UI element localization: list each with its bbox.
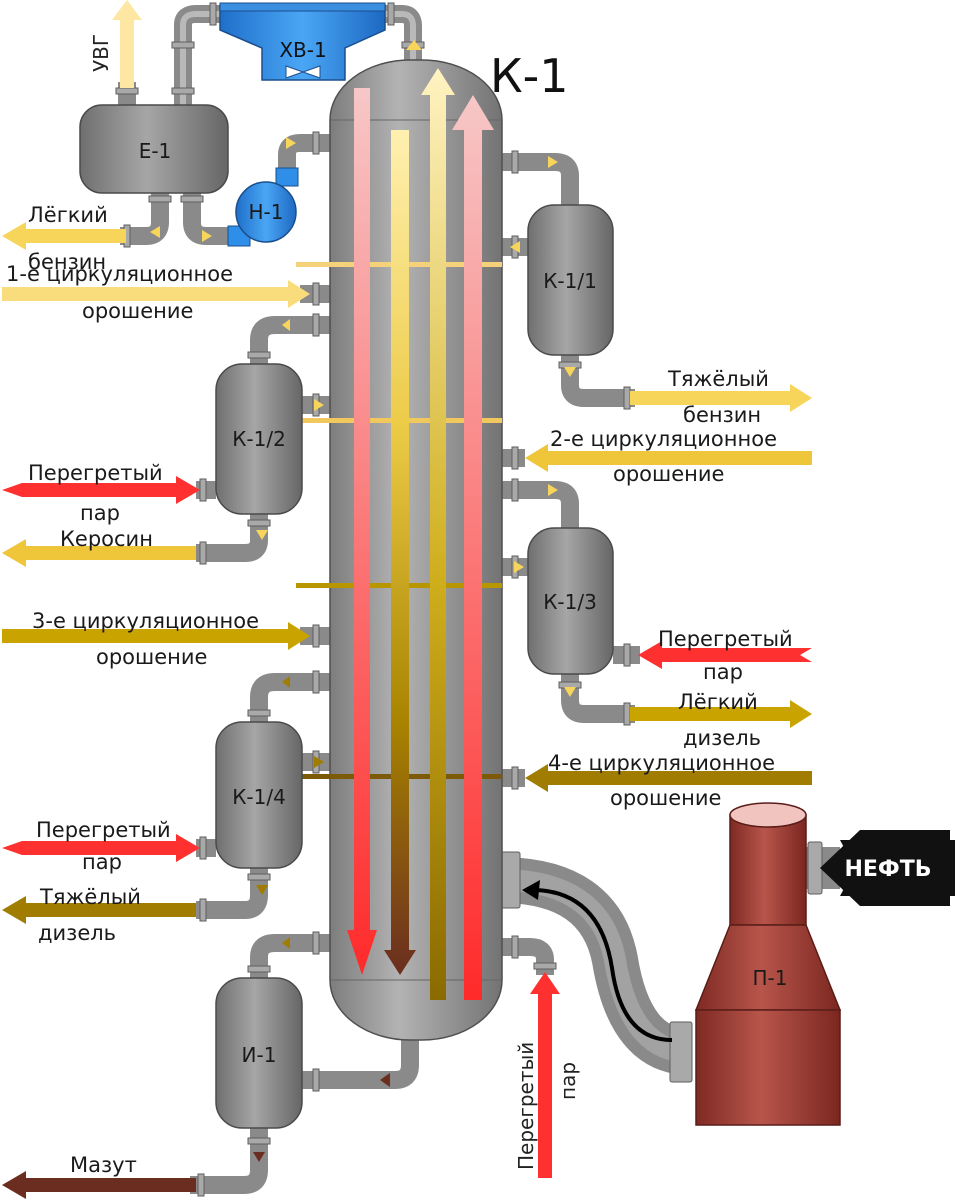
- oil-feed-arrow: НЕФТЬ: [820, 828, 955, 908]
- stripper-k12: К-1/2: [215, 363, 303, 515]
- mazut-label: Мазут: [70, 1153, 137, 1177]
- steam-k12-label-2: пар: [80, 501, 120, 525]
- circ1-label-1: 1-е циркуляционное: [6, 262, 233, 286]
- light-diesel-label-2: дизель: [683, 726, 761, 750]
- heavy-naphtha-label-1: Тяжёлый: [667, 367, 769, 391]
- column-k1: К-1: [296, 49, 569, 1041]
- pump-n1: Н-1: [227, 167, 299, 247]
- circ2-label-1: 2-е циркуляционное: [550, 427, 777, 451]
- heavy-diesel-arrow: [2, 896, 196, 924]
- pump-icon: [235, 181, 297, 243]
- circ3-arrow: [2, 622, 310, 650]
- oil-feed-label: НЕФТЬ: [844, 857, 931, 882]
- reflux-drum-e1: Е-1: [79, 104, 229, 194]
- kerosene-arrow: [2, 539, 196, 567]
- stripper-k14: К-1/4: [215, 721, 303, 869]
- fan-icon: [285, 65, 321, 79]
- light-naphtha-label-2: бензин: [28, 250, 106, 274]
- circ3-label-2: орошение: [96, 645, 207, 669]
- uvg-label: УВГ: [89, 34, 113, 72]
- furnace-label: П-1: [753, 966, 788, 990]
- pipe-flow-markers-dark: [256, 676, 324, 949]
- circ3-label-1: 3-е циркуляционное: [32, 609, 259, 633]
- heavy-naphtha-arrow: [630, 384, 812, 412]
- stripper-k12-label: К-1/2: [232, 427, 286, 451]
- light-diesel-arrow: [630, 700, 812, 728]
- feed-flow-arrowhead: [522, 880, 540, 900]
- pipe-flow-markers: [150, 40, 576, 697]
- circ2-label-2: орошение: [613, 462, 724, 486]
- heavy-diesel-label-2: дизель: [38, 921, 116, 945]
- steam-k14-label-1: Перегретый: [36, 818, 171, 842]
- evaporator-label: И-1: [242, 1043, 277, 1067]
- circ4-arrow: [525, 764, 812, 792]
- circ1-arrow: [2, 280, 310, 308]
- condenser-label: ХВ-1: [279, 38, 326, 62]
- feed-flow-arrow: [534, 888, 673, 1042]
- light-naphtha-arrow: [2, 222, 126, 250]
- steam-k12-arrow: [2, 476, 200, 504]
- heavy-diesel-label-1: Тяжёлый: [39, 885, 141, 909]
- pump-label: Н-1: [249, 200, 284, 224]
- steam-k13-arrow: [638, 641, 812, 669]
- steam-bottom-label-1: Перегретый: [514, 1042, 538, 1170]
- steam-k13-label-2: пар: [703, 660, 743, 684]
- stripper-k11: К-1/1: [527, 204, 614, 356]
- reflux-drum-label: Е-1: [139, 139, 172, 163]
- pipe-flow-markers-mazut: [253, 1073, 390, 1162]
- mazut-arrow: [2, 1171, 196, 1199]
- evaporator-i1: И-1: [215, 977, 303, 1129]
- column-title: К-1: [490, 49, 569, 103]
- steam-k14-label-2: пар: [82, 850, 122, 874]
- kerosene-label: Керосин: [60, 527, 153, 551]
- stripper-k13: К-1/3: [527, 527, 614, 675]
- steam-bottom-arrow: [530, 972, 560, 1178]
- column-flow-arrows: [347, 68, 494, 1000]
- steam-k12-label-1: Перегретый: [28, 461, 163, 485]
- furnace-p1: П-1: [694, 802, 842, 1126]
- circ1-label-2: орошение: [82, 299, 193, 323]
- pipe-flanges: [115, 2, 823, 1197]
- circ4-label-2: орошение: [610, 786, 721, 810]
- stripper-k11-label: К-1/1: [543, 269, 597, 293]
- light-diesel-label-1: Лёгкий: [678, 690, 758, 714]
- condenser-xv1: ХВ-1: [219, 2, 386, 81]
- circ2-arrow: [525, 444, 812, 472]
- circ4-label-1: 4-е циркуляционное: [548, 751, 775, 775]
- steam-k14-arrow: [2, 834, 200, 862]
- steam-k13-label-1: Перегретый: [658, 627, 793, 651]
- heavy-naphtha-label-2: бензин: [683, 403, 761, 427]
- uvg-arrow: УВГ: [89, 0, 142, 88]
- stripper-k13-label: К-1/3: [543, 590, 597, 614]
- light-naphtha-label-1: Лёгкий: [28, 203, 108, 227]
- stripper-k14-label: К-1/4: [232, 785, 286, 809]
- steam-bottom-label-2: пар: [556, 1062, 580, 1100]
